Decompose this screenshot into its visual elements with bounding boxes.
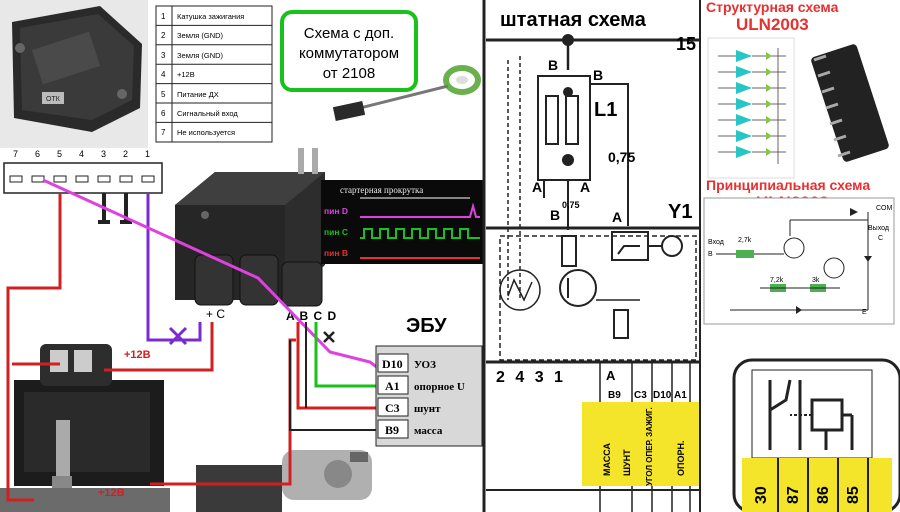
ecu-title: ЭБУ bbox=[406, 315, 447, 337]
stock-y1: Y1 bbox=[668, 201, 692, 223]
relay-pin-85: 85 bbox=[845, 486, 862, 504]
pin-num-3: 3 bbox=[161, 51, 166, 60]
relay-pin-30: 30 bbox=[753, 486, 770, 504]
conn-num-4: 4 bbox=[79, 149, 84, 159]
scope-label-c: пин C bbox=[324, 227, 348, 237]
stock-a3: A bbox=[612, 209, 622, 225]
ground-symbols bbox=[98, 193, 132, 224]
stock-a1: A bbox=[532, 179, 542, 195]
pin-label-5: Питание ДХ bbox=[177, 90, 219, 99]
yellow-label-ground: МАССА bbox=[602, 442, 612, 476]
relay-pin-86: 86 bbox=[815, 486, 832, 504]
stock-a2: A bbox=[580, 179, 590, 195]
pin-label-1: Катушка зажигания bbox=[177, 12, 244, 21]
yellow-label-shunt: ШУНТ bbox=[622, 449, 632, 476]
ecu-label-uoz: УОЗ bbox=[414, 359, 436, 371]
label-12v-b: +12В bbox=[98, 487, 125, 499]
uln-structural: Структурная схема ULN2003 bbox=[706, 0, 839, 179]
wires bbox=[6, 178, 379, 502]
ecu-pin-c3: C3 bbox=[385, 401, 400, 415]
stock-pin-b9: B9 bbox=[608, 390, 621, 401]
stock-schematic: штатная схема 15 B B L1 0,75 A A B 0,75 … bbox=[486, 9, 700, 512]
pin-table: 1 Катушка зажигания 2 Земля (GND) 3 Земл… bbox=[155, 5, 273, 143]
callout-line-2: коммутатором bbox=[299, 45, 399, 62]
uln-r3: 3k bbox=[812, 277, 820, 284]
conn-num-3: 3 bbox=[101, 149, 106, 159]
uln-chip-photo bbox=[811, 44, 889, 162]
uln-principal: Принципиальная схема ULN2003 COM Выход C… bbox=[703, 177, 895, 325]
scope-label-d: пин D bbox=[324, 206, 348, 216]
relay: 30 87 86 85 bbox=[732, 358, 900, 512]
pin-label-4: +12В bbox=[177, 70, 195, 79]
relay-pin-87: 87 bbox=[785, 486, 802, 504]
scope-label-b: пин B bbox=[324, 248, 348, 258]
stock-pin-c3: C3 bbox=[634, 390, 647, 401]
pin-num-2: 2 bbox=[161, 31, 166, 40]
uln-out: Выход bbox=[868, 225, 889, 232]
stock-title: штатная схема bbox=[500, 9, 647, 31]
stock-b1: B bbox=[548, 57, 558, 73]
yellow-label-ref: ОПОРН. bbox=[676, 441, 686, 476]
uln-r1: 2,7k bbox=[738, 237, 752, 244]
ecu-block: ЭБУ D10 УОЗ A1 опорное U C3 шунт B9 масс… bbox=[375, 315, 483, 447]
conn-num-5: 5 bbox=[57, 149, 62, 159]
uln-in: Вход bbox=[708, 239, 724, 246]
label-12v-a: +12В bbox=[124, 349, 151, 361]
callout-line-3: от 2108 bbox=[323, 65, 375, 82]
ignition-coil bbox=[0, 344, 170, 512]
scope-title: стартерная прокрутка bbox=[340, 185, 423, 195]
stock-075b: 0,75 bbox=[562, 200, 580, 210]
stock-b3: B bbox=[550, 207, 560, 223]
pin-label-7: Не используется bbox=[177, 128, 235, 137]
yellow-label-angle: УГОЛ ОПЕР. ЗАЖИГ. bbox=[645, 407, 654, 486]
stock-pin-a1: A1 bbox=[674, 390, 687, 401]
stock-l1: L1 bbox=[594, 99, 617, 121]
uln-e: E bbox=[862, 309, 867, 316]
ecu-label-shunt: шунт bbox=[414, 403, 441, 415]
ignition-switch bbox=[196, 450, 372, 512]
pin-num-1: 1 bbox=[161, 12, 166, 21]
stock-pin-a: A bbox=[606, 368, 616, 383]
ecu-label-ref: опорное U bbox=[414, 381, 465, 393]
ecu-pin-a1: A1 bbox=[385, 379, 400, 393]
conn-num-2: 2 bbox=[123, 149, 128, 159]
hall-sensor bbox=[332, 65, 481, 121]
commutator-photo: ОТК bbox=[0, 0, 148, 148]
uln-r2: 7,2k bbox=[770, 277, 784, 284]
ecu-pin-d10: D10 bbox=[382, 357, 403, 371]
pin-label-3: Земля (GND) bbox=[177, 51, 224, 60]
ecu-label-ground: масса bbox=[414, 425, 443, 437]
connector-strip: 7 6 5 4 3 2 1 bbox=[3, 149, 163, 194]
plus-c-label: + C bbox=[206, 307, 225, 321]
uln-com: COM bbox=[876, 205, 893, 212]
conn-num-7: 7 bbox=[13, 149, 18, 159]
stock-b2: B bbox=[593, 67, 603, 83]
pin-label-6: Сигнальный вход bbox=[177, 109, 238, 118]
scope-panel: стартерная прокрутка пин D пин C пин B bbox=[321, 180, 483, 264]
uln-struct-title1: Структурная схема bbox=[706, 0, 839, 15]
callout-line-1: Схема с доп. bbox=[304, 25, 394, 42]
svg-text:ОТК: ОТК bbox=[46, 96, 61, 103]
conn-num-1: 1 bbox=[145, 149, 150, 159]
stock-075a: 0,75 bbox=[608, 149, 635, 165]
commutator-module bbox=[175, 148, 325, 307]
conn-num-6: 6 bbox=[35, 149, 40, 159]
uln-principal-title1: Принципиальная схема bbox=[706, 177, 870, 193]
pin-num-5: 5 bbox=[161, 90, 166, 99]
pin-label-2: Земля (GND) bbox=[177, 31, 224, 40]
pin-num-4: 4 bbox=[161, 70, 166, 79]
uln-out-c: C bbox=[878, 235, 883, 242]
pin-num-6: 6 bbox=[161, 109, 166, 118]
pin-num-7: 7 bbox=[161, 128, 166, 137]
stock-15: 15 bbox=[676, 34, 696, 54]
uln-in-b: B bbox=[708, 251, 713, 258]
uln-struct-title2: ULN2003 bbox=[736, 15, 809, 34]
stock-pin-d10: D10 bbox=[653, 390, 672, 401]
callout-box: Схема с доп. коммутатором от 2108 bbox=[280, 10, 418, 92]
stock-bottom-nums: 2 4 3 1 bbox=[496, 369, 566, 386]
ecu-pin-b9: B9 bbox=[385, 423, 399, 437]
